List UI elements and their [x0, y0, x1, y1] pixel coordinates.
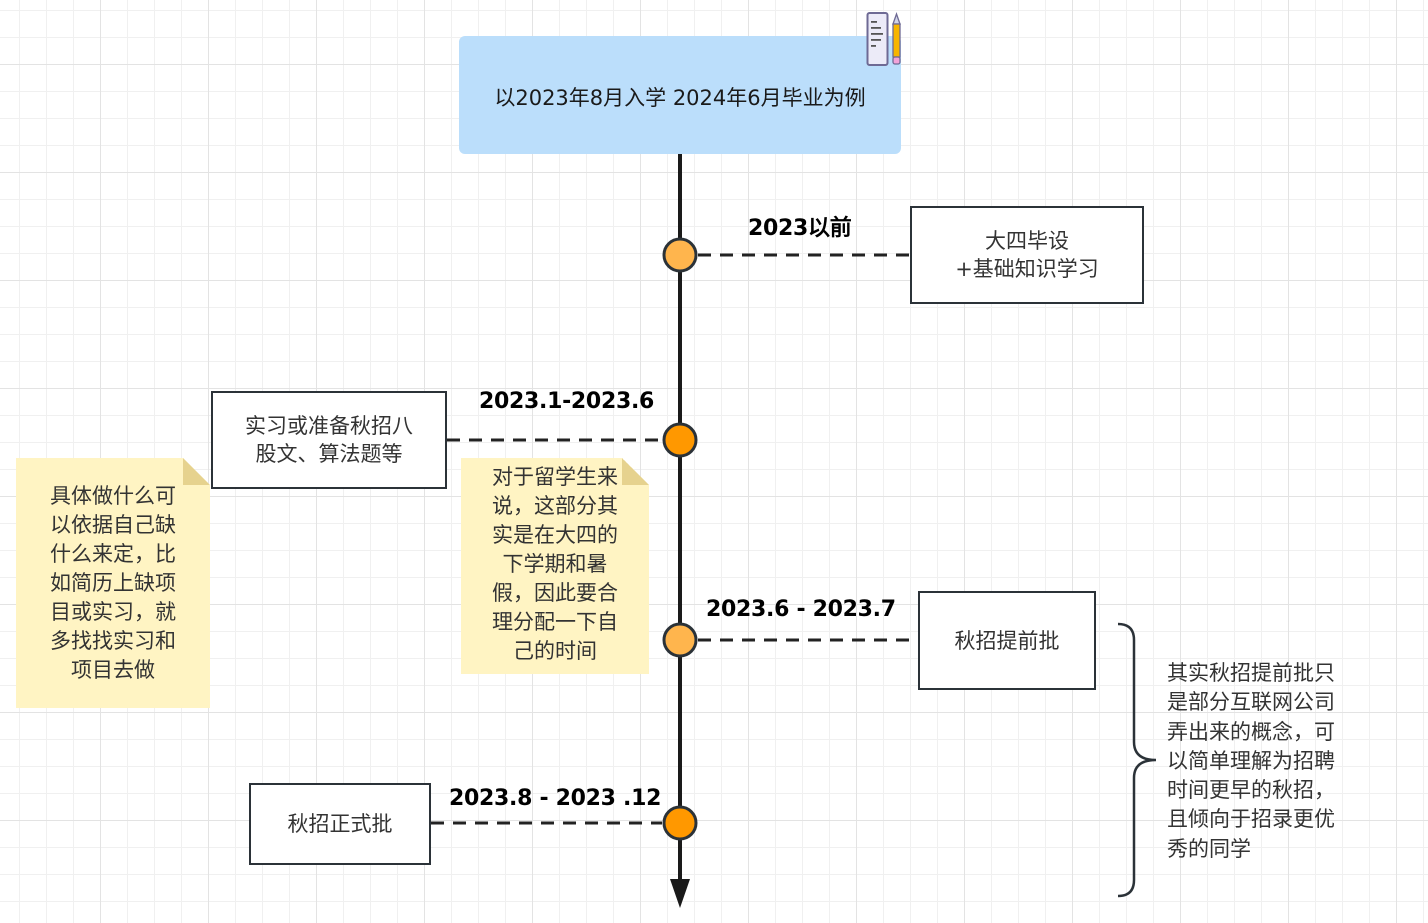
milestone-2-box[interactable]: 实习或准备秋招八 股文、算法题等 — [211, 391, 447, 489]
milestone-3-date: 2023.6 - 2023.7 — [706, 597, 896, 622]
timeline-node-4[interactable] — [662, 805, 698, 841]
milestone-4-box[interactable]: 秋招正式批 — [249, 783, 431, 865]
brace-annotation-line-7: 秀的同学 — [1167, 836, 1251, 861]
brace-annotation-line-3: 弄出来的概念，可 — [1167, 719, 1335, 744]
sticky-note-middle-line-6: 理分配一下自 — [492, 610, 618, 634]
milestone-1-label-line-1: 大四毕设 — [985, 229, 1069, 253]
milestone-3-box[interactable]: 秋招提前批 — [918, 591, 1096, 690]
brace-annotation-line-4: 以简单理解为招聘 — [1167, 748, 1335, 773]
note-pencil-icon — [866, 12, 901, 66]
sticky-note-left-line-1: 具体做什么可 — [50, 484, 176, 508]
sticky-note-left[interactable]: 具体做什么可 以依据自己缺 什么来定，比 如简历上缺项 目或实习，就 多找找实习… — [16, 458, 210, 708]
sticky-note-middle-line-7: 己的时间 — [513, 639, 597, 663]
milestone-2-label-line-1: 实习或准备秋招八 — [245, 414, 413, 438]
brace-annotation-line-2: 是部分互联网公司 — [1167, 690, 1335, 715]
milestone-1-date: 2023以前 — [748, 216, 852, 241]
milestone-1-box[interactable]: 大四毕设 +基础知识学习 — [910, 206, 1144, 304]
brace-annotation-line-6: 且倾向于招录更优 — [1167, 807, 1335, 832]
brace-annotation-line-5: 时间更早的秋招， — [1167, 778, 1335, 803]
milestone-4-label: 秋招正式批 — [287, 812, 393, 836]
milestone-1-label-line-2: +基础知识学习 — [955, 257, 1099, 281]
title-text: 以2023年8月入学 2024年6月毕业为例 — [494, 86, 866, 110]
sticky-note-middle-line-4: 下学期和暑 — [502, 552, 608, 576]
sticky-note-middle-line-1: 对于留学生来 — [492, 465, 618, 489]
timeline-node-2[interactable] — [662, 422, 698, 458]
sticky-note-left-line-3: 什么来定，比 — [50, 542, 176, 566]
sticky-note-left-line-4: 如简历上缺项 — [50, 571, 176, 595]
milestone-2-date: 2023.1-2023.6 — [479, 389, 655, 414]
sticky-note-left-line-7: 项目去做 — [71, 658, 155, 682]
milestone-4-date: 2023.8 - 2023 .12 — [449, 786, 662, 811]
sticky-note-middle-line-3: 实是在大四的 — [492, 523, 618, 547]
timeline-node-3[interactable] — [662, 622, 698, 658]
timeline-node-1[interactable] — [662, 237, 698, 273]
brace-annotation-line-1: 其实秋招提前批只 — [1167, 661, 1335, 685]
milestone-2-label-line-2: 股文、算法题等 — [255, 442, 403, 466]
sticky-note-middle-line-2: 说，这部分其 — [492, 494, 618, 518]
timeline-arrowhead — [670, 879, 690, 908]
brace-annotation-text: 其实秋招提前批只 是部分互联网公司 弄出来的概念，可 以简单理解为招聘 时间更早… — [1167, 659, 1367, 864]
sticky-note-middle[interactable]: 对于留学生来 说，这部分其 实是在大四的 下学期和暑 假，因此要合 理分配一下自… — [461, 458, 649, 674]
sticky-note-left-line-6: 多找找实习和 — [50, 629, 176, 653]
sticky-note-left-line-2: 以依据自己缺 — [50, 513, 176, 537]
sticky-note-middle-line-5: 假，因此要合 — [492, 581, 618, 605]
right-curly-brace — [1117, 622, 1157, 898]
milestone-3-label: 秋招提前批 — [954, 628, 1060, 653]
sticky-note-left-line-5: 目或实习，就 — [50, 600, 176, 624]
title-box[interactable]: 以2023年8月入学 2024年6月毕业为例 — [459, 36, 901, 154]
